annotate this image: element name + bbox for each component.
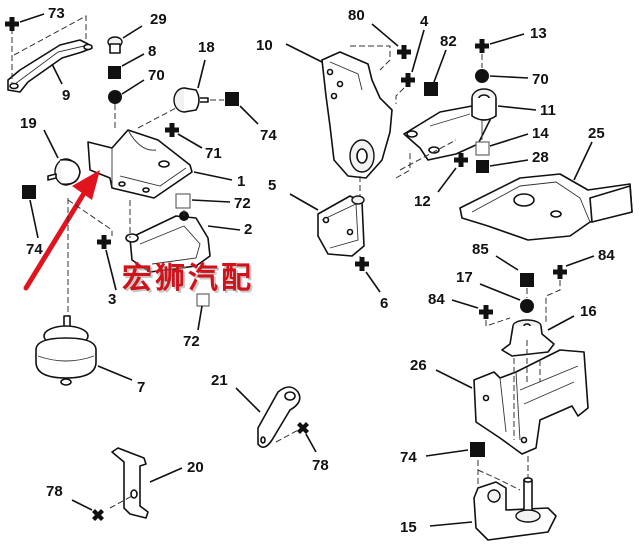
cross-marker-icon (553, 265, 567, 279)
part-9-bracket (7, 15, 93, 93)
callout-29: 29 (150, 11, 167, 28)
callout-26: 26 (410, 357, 427, 374)
part-1-bracket (87, 129, 193, 199)
red-arrow-annotation (23, 170, 100, 291)
callout-7: 7 (137, 379, 145, 396)
square-open-marker-icon (475, 141, 490, 156)
callout-78: 78 (312, 457, 329, 474)
circle-filled-marker-icon (475, 69, 489, 83)
cross-marker-icon (479, 305, 493, 319)
watermark-shadow: 宏狮汽配 (124, 263, 256, 298)
part-12-arm (403, 105, 491, 161)
part-5-bracket (317, 195, 365, 257)
callout-85: 85 (472, 241, 489, 258)
cross-marker-icon (165, 123, 179, 137)
x-fastener-marker-icon (297, 422, 309, 434)
part-26-bracket (473, 349, 589, 455)
part-7-mount (35, 315, 97, 386)
callout-11: 11 (540, 102, 556, 119)
part-19-mount (47, 158, 81, 186)
callout-82: 82 (440, 33, 457, 50)
square-filled-marker-icon (225, 92, 239, 106)
callout-71: 71 (205, 145, 222, 162)
cross-marker-icon (475, 39, 489, 53)
callout-74: 74 (26, 241, 43, 258)
square-filled-marker-icon (520, 273, 534, 287)
callout-70: 70 (148, 67, 165, 84)
callout-21: 21 (211, 372, 228, 389)
callout-19: 19 (20, 115, 37, 132)
part-20-bracket (111, 447, 149, 519)
square-open-marker-icon (175, 193, 191, 209)
callout-17: 17 (456, 269, 473, 286)
callout-8: 8 (148, 43, 156, 60)
part-16-mount (501, 319, 555, 357)
callout-20: 20 (187, 459, 204, 476)
callout-84: 84 (428, 291, 445, 308)
callout-3: 3 (108, 291, 116, 308)
cross-marker-icon (355, 257, 369, 271)
part-11-bushing (471, 88, 497, 121)
cross-marker-icon (97, 235, 111, 249)
callout-5: 5 (268, 177, 276, 194)
cross-marker-icon (397, 45, 411, 59)
callout-16: 16 (580, 303, 597, 320)
callout-18: 18 (198, 39, 215, 56)
callout-78: 78 (46, 483, 63, 500)
callout-9: 9 (62, 87, 70, 104)
callout-15: 15 (400, 519, 417, 536)
square-filled-marker-icon (108, 66, 121, 79)
square-filled-marker-icon (476, 160, 489, 173)
square-filled-marker-icon (470, 442, 485, 457)
callout-13: 13 (530, 25, 547, 42)
part-29-bolt (107, 36, 123, 54)
callout-70: 70 (532, 71, 549, 88)
part-2-arm (125, 211, 211, 273)
callout-74: 74 (400, 449, 417, 466)
callout-72: 72 (183, 333, 200, 350)
callout-73: 73 (48, 5, 65, 22)
cross-marker-icon (5, 17, 19, 31)
x-fastener-marker-icon (92, 509, 104, 521)
cross-marker-icon (401, 73, 415, 87)
square-open-marker-icon (196, 293, 210, 307)
callout-2: 2 (244, 221, 252, 238)
part-21-bracket (257, 386, 301, 448)
callout-6: 6 (380, 295, 388, 312)
callout-25: 25 (588, 125, 605, 142)
callout-12: 12 (414, 193, 431, 210)
part-25-plate (459, 173, 633, 241)
part-18-mount (173, 87, 209, 113)
callout-10: 10 (256, 37, 273, 54)
callout-1: 1 (237, 173, 245, 190)
callout-80: 80 (348, 7, 365, 24)
callout-72: 72 (234, 195, 251, 212)
callout-74: 74 (260, 127, 277, 144)
callout-84: 84 (598, 247, 615, 264)
circle-filled-marker-icon (108, 90, 122, 104)
circle-filled-marker-icon (520, 299, 534, 313)
cross-marker-icon (454, 153, 468, 167)
part-15-mount (473, 477, 557, 541)
square-filled-marker-icon (22, 185, 36, 199)
callout-4: 4 (420, 13, 429, 30)
callout-28: 28 (532, 149, 549, 166)
callout-14: 14 (532, 125, 549, 142)
square-filled-marker-icon (424, 82, 438, 96)
watermark-text: 宏狮汽配 (122, 261, 254, 296)
part-10-mount (321, 51, 393, 179)
